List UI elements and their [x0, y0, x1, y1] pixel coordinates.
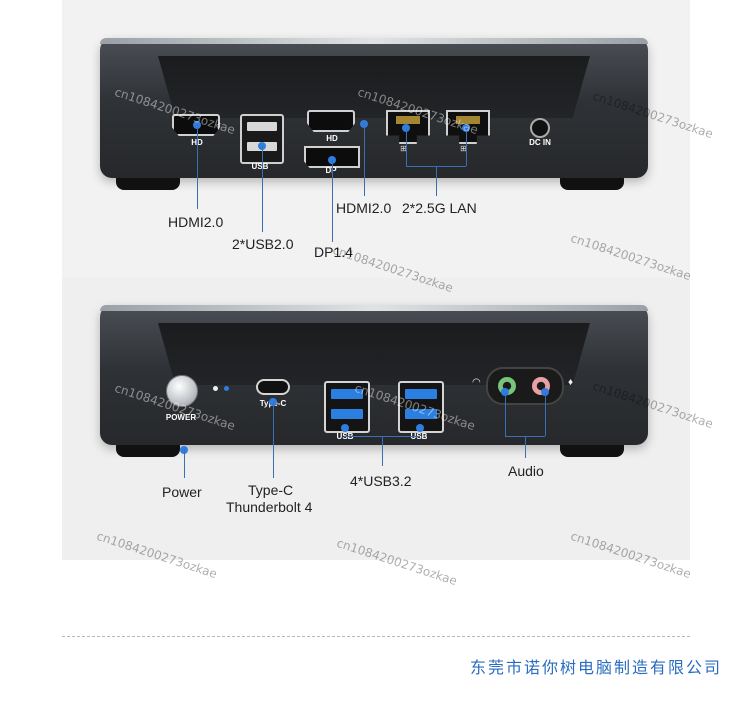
callout-audio: Audio — [508, 463, 544, 479]
callout-line — [273, 402, 274, 478]
callout-line — [364, 124, 365, 196]
callout-line — [466, 128, 467, 166]
type-c-port — [256, 379, 290, 395]
callout-power: Power — [162, 484, 202, 500]
callout-line — [436, 166, 437, 196]
callout-line — [505, 392, 506, 436]
power-label: POWER — [165, 413, 197, 422]
dp-label: DP — [325, 166, 337, 175]
callout-line — [332, 160, 333, 242]
callout-line — [197, 125, 198, 209]
device-foot-right — [560, 445, 624, 457]
callout-line — [382, 436, 383, 466]
callout-line — [184, 450, 185, 478]
footer-divider — [62, 636, 690, 637]
status-led-white — [213, 386, 218, 391]
callout-line — [525, 436, 526, 458]
callout-hdmi-right: HDMI2.0 — [336, 200, 392, 216]
callout-dot — [416, 424, 424, 432]
power-button — [166, 375, 198, 407]
device-foot-left — [116, 178, 180, 190]
callout-line — [545, 392, 546, 436]
dc-in-label: DC IN — [529, 138, 551, 147]
status-led-blue — [224, 386, 229, 391]
microphone-icon: ♦ — [568, 377, 574, 388]
callout-hdmi: HDMI2.0 — [168, 214, 224, 230]
callout-usb3: 4*USB3.2 — [350, 473, 412, 489]
device-foot-right — [560, 178, 624, 190]
company-name: 东莞市诺你树电脑制造有限公司 — [469, 658, 722, 677]
headphone-icon: ◠ — [472, 377, 481, 388]
vent-recess — [158, 56, 590, 118]
callout-typec-line1: Type-C — [248, 482, 294, 498]
device-foot-left — [116, 445, 180, 457]
network-icon: ⊞ — [400, 144, 407, 153]
callout-typec-line2: Thunderbolt 4 — [226, 499, 313, 515]
usb2-label: USB — [251, 162, 269, 171]
mini-pc-front-view: POWER Type-C USB USB ◠ ♦ — [100, 305, 648, 457]
audio-jack-pod — [486, 367, 564, 405]
callout-line — [262, 146, 263, 232]
callout-line — [406, 128, 407, 166]
callout-usb2: 2*USB2.0 — [232, 236, 294, 252]
callout-dot — [341, 424, 349, 432]
network-icon: ⊞ — [460, 144, 467, 153]
dc-in-jack — [530, 118, 550, 138]
callout-dp: DP1.4 — [314, 244, 353, 260]
hdmi-port-2-label: HD — [326, 134, 338, 143]
usb3-port-pair-left — [324, 381, 370, 433]
hdmi-port-2 — [307, 110, 355, 132]
callout-lan: 2*2.5G LAN — [402, 200, 477, 216]
usb3-left-label: USB — [330, 432, 360, 441]
